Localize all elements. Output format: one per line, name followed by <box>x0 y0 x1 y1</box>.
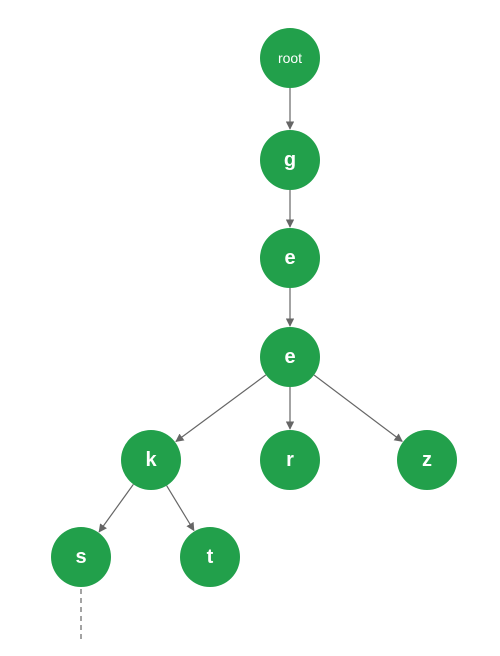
node-t: t <box>180 527 240 587</box>
node-root: root <box>260 28 320 88</box>
node-g: g <box>260 130 320 190</box>
node-k: k <box>121 430 181 490</box>
node-label: e <box>284 345 296 368</box>
edge-k-s <box>98 483 134 533</box>
node-label: s <box>75 545 87 568</box>
node-z: z <box>397 430 457 490</box>
edge-k-t <box>166 485 195 532</box>
node-label: z <box>422 448 432 471</box>
node-r: r <box>260 430 320 490</box>
edge-e2-k <box>175 374 267 442</box>
node-e2: e <box>260 327 320 387</box>
node-label: root <box>277 50 303 66</box>
edge-e2-z <box>313 374 403 442</box>
node-label: g <box>283 148 297 171</box>
node-label: t <box>206 545 214 568</box>
node-label: e <box>284 246 296 269</box>
node-label: k <box>145 448 157 471</box>
node-label: r <box>286 448 294 471</box>
node-e1: e <box>260 228 320 288</box>
node-s: s <box>51 527 111 587</box>
